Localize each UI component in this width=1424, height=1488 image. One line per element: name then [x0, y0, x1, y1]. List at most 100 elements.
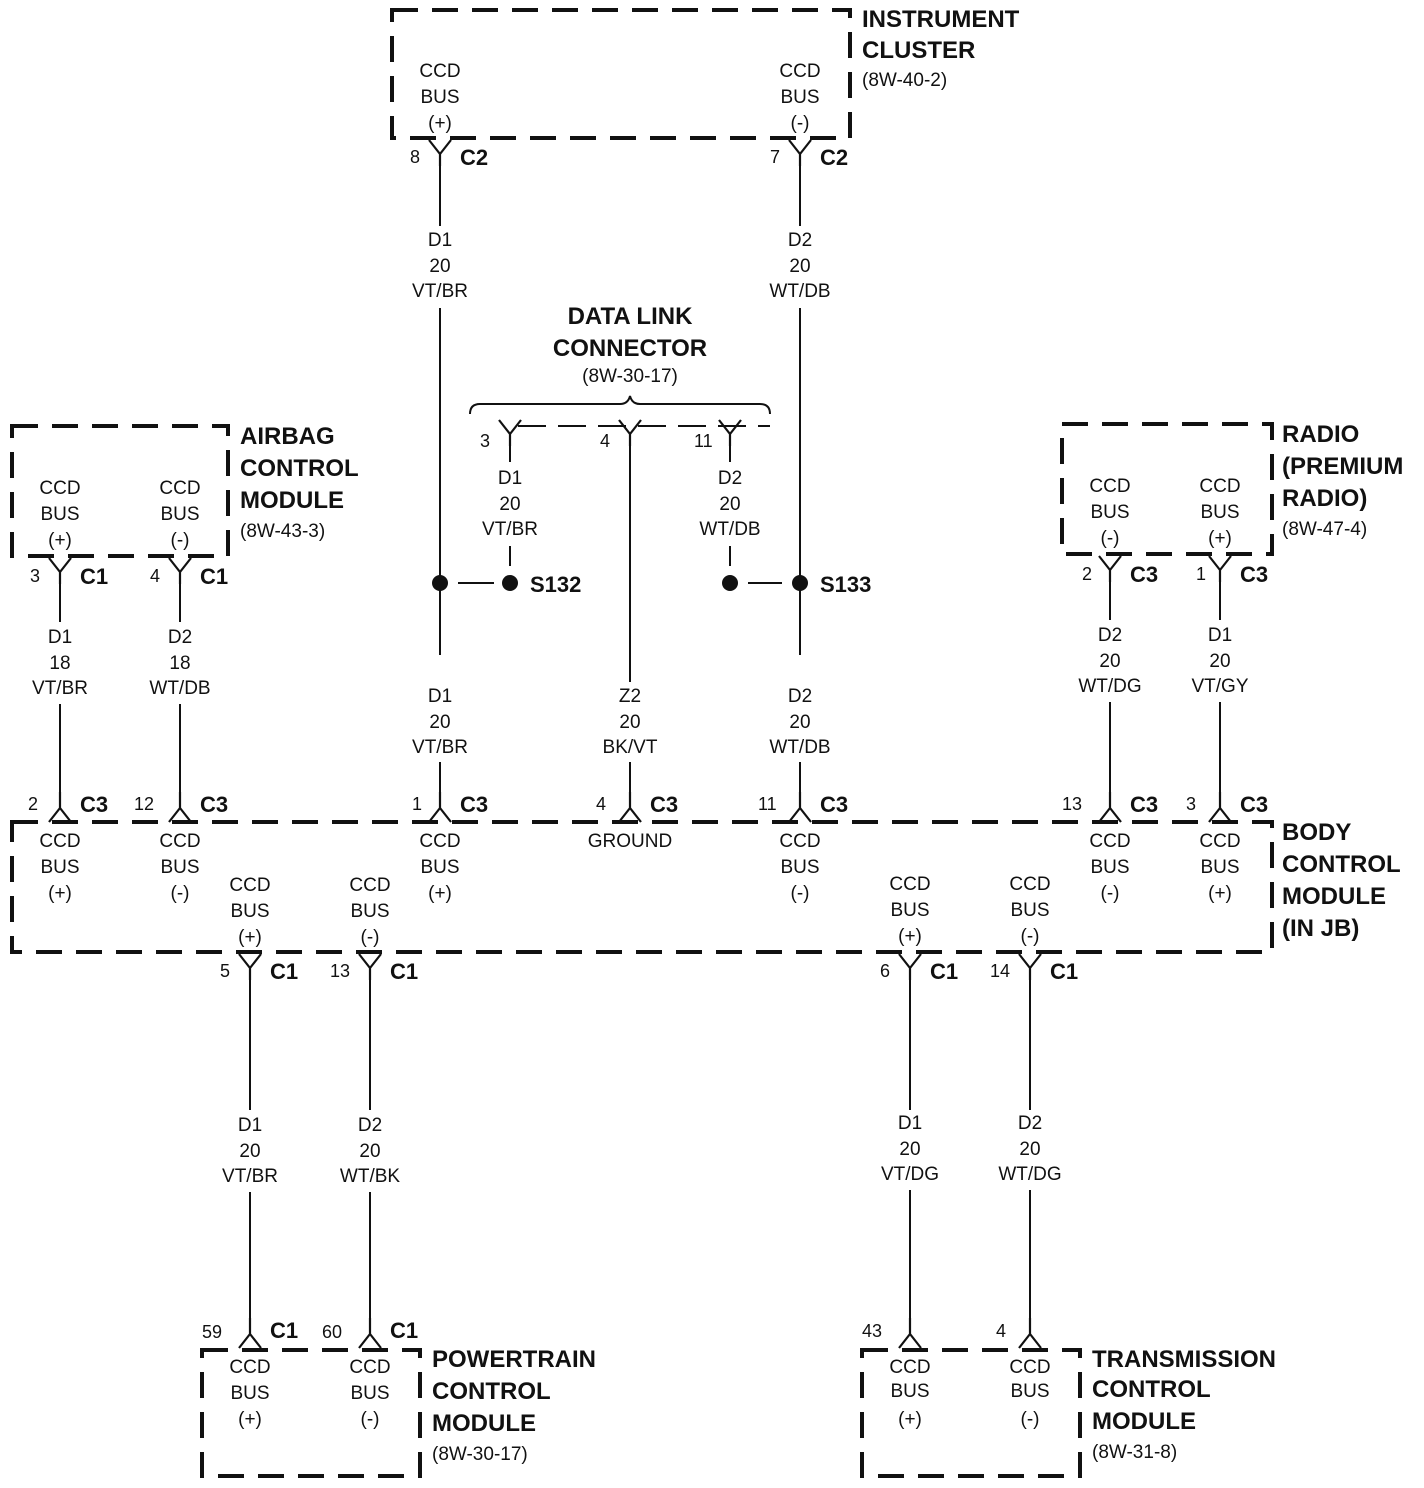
svg-text:CCD: CCD: [889, 874, 930, 895]
svg-text:BUS: BUS: [1200, 502, 1239, 523]
svg-text:D1: D1: [1208, 625, 1232, 646]
pin-dlc-11: 11: [694, 431, 713, 451]
svg-text:(+): (+): [238, 927, 262, 948]
s132-dot-right: [502, 575, 518, 591]
svg-text:BUS: BUS: [1090, 857, 1129, 878]
pin-bcm-11: 11: [758, 794, 777, 814]
svg-text:(-): (-): [171, 883, 190, 904]
svg-text:D2: D2: [358, 1115, 382, 1136]
conn-sym-ic-7: [788, 139, 812, 166]
svg-text:CCD: CCD: [349, 1357, 390, 1378]
svg-text:CCD: CCD: [1009, 1357, 1050, 1378]
svg-text:CCD: CCD: [779, 831, 820, 852]
svg-text:VT/BR: VT/BR: [482, 519, 538, 540]
svg-text:CCD: CCD: [1089, 476, 1130, 497]
pin-bcm-c1-6: 6: [880, 961, 890, 981]
svg-text:20: 20: [619, 712, 640, 733]
conn-bcm-c3-g: C3: [1240, 792, 1268, 817]
conn-bcm-c1-c: C1: [930, 959, 958, 984]
svg-text:D1: D1: [498, 468, 522, 489]
svg-text:20: 20: [499, 494, 520, 515]
svg-text:VT/BR: VT/BR: [412, 737, 468, 758]
svg-text:WT/DB: WT/DB: [699, 519, 760, 540]
svg-text:(+): (+): [238, 1409, 262, 1430]
conn-ic-c2-left: C2: [460, 145, 488, 170]
svg-text:(8W-40-2): (8W-40-2): [862, 70, 947, 91]
svg-text:CONTROL: CONTROL: [432, 1378, 551, 1405]
svg-text:CCD: CCD: [229, 1357, 270, 1378]
conn-bcm-c3-a: C3: [80, 792, 108, 817]
svg-text:(+): (+): [428, 113, 452, 134]
airbag-module-box: [10, 424, 230, 558]
conn-sym-bcm-4: [618, 792, 642, 823]
body-control-module-box: [10, 820, 1274, 954]
svg-text:20: 20: [359, 1141, 380, 1162]
pin-bcm-c1-14: 14: [990, 961, 1010, 981]
svg-text:CCD: CCD: [889, 1357, 930, 1378]
svg-text:BUS: BUS: [1010, 1381, 1049, 1402]
svg-text:D1: D1: [238, 1115, 262, 1136]
svg-text:BUS: BUS: [350, 901, 389, 922]
conn-sym-ab-3: [48, 557, 72, 584]
s133-dot-right: [792, 575, 808, 591]
svg-text:20: 20: [429, 712, 450, 733]
pin-rad-2: 2: [1082, 564, 1092, 584]
conn-bcm-c1-b: C1: [390, 959, 418, 984]
splice-label-s132: S132: [530, 572, 581, 597]
pin-tcm-4: 4: [996, 1321, 1006, 1341]
svg-text:20: 20: [719, 494, 740, 515]
svg-text:MODULE: MODULE: [432, 1410, 536, 1437]
powertrain-module-label: POWERTRAIN CONTROL MODULE (8W-30-17): [432, 1346, 596, 1465]
svg-text:(-): (-): [791, 113, 810, 134]
pin-bcm-3: 3: [1186, 794, 1196, 814]
svg-text:(-): (-): [791, 883, 810, 904]
svg-text:D1: D1: [428, 230, 452, 251]
connector-labels: 8 C2 7 C2 3 4 11 3 C1 4 C1 2 C3 1 C3 2 C…: [28, 145, 1268, 1343]
conn-sym-bcm-13: [1098, 792, 1122, 823]
svg-text:MODULE: MODULE: [240, 487, 344, 514]
svg-text:(-): (-): [1021, 926, 1040, 947]
svg-text:(-): (-): [1101, 883, 1120, 904]
conn-bcm-c3-d: C3: [650, 792, 678, 817]
conn-sym-pcm-60: [358, 1318, 382, 1349]
conn-sym-tcm-4: [1018, 1318, 1042, 1349]
svg-text:RADIO): RADIO): [1282, 485, 1367, 512]
pin-ic-7: 7: [770, 147, 780, 167]
svg-text:DATA LINK: DATA LINK: [568, 303, 694, 330]
svg-text:20: 20: [429, 256, 450, 277]
svg-text:D1: D1: [48, 627, 72, 648]
svg-text:WT/DG: WT/DG: [1078, 676, 1141, 697]
powertrain-module-box: [200, 1348, 422, 1478]
dlc-brace: [469, 395, 771, 415]
svg-text:(8W-43-3): (8W-43-3): [240, 521, 325, 542]
svg-text:BUS: BUS: [160, 504, 199, 525]
conn-sym-dlc-3: [498, 419, 522, 446]
svg-text:VT/DG: VT/DG: [881, 1164, 939, 1185]
pin-bcm-c1-5: 5: [220, 961, 230, 981]
conn-sym-bcm-1: [428, 792, 452, 823]
s133-dot-left: [722, 575, 738, 591]
conn-bcm-c1-d: C1: [1050, 959, 1078, 984]
pin-bcm-4: 4: [596, 794, 606, 814]
svg-text:BUS: BUS: [160, 857, 199, 878]
svg-text:Z2: Z2: [619, 686, 641, 707]
svg-text:BUS: BUS: [1200, 857, 1239, 878]
pin-rad-1: 1: [1196, 564, 1206, 584]
svg-text:POWERTRAIN: POWERTRAIN: [432, 1346, 596, 1373]
svg-text:BUS: BUS: [350, 1383, 389, 1404]
svg-text:(8W-30-17): (8W-30-17): [432, 1444, 528, 1465]
radio-label: RADIO (PREMIUM RADIO) (8W-47-4): [1282, 421, 1403, 540]
conn-sym-bcm-c1-6: [898, 953, 922, 980]
